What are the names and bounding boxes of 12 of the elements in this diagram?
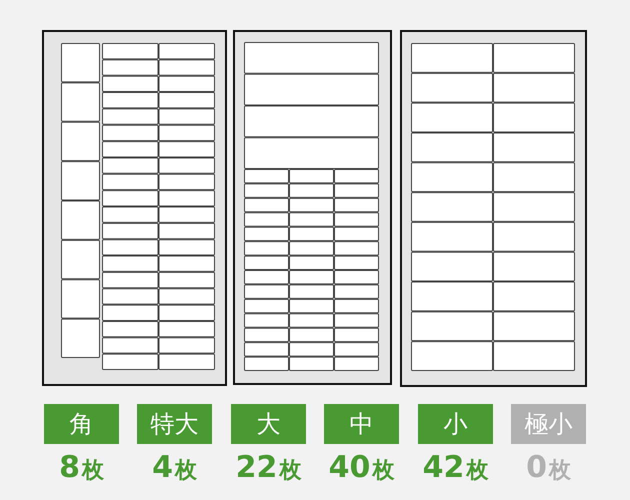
count-label: 22枚 [234,452,302,487]
count-label: 0枚 [525,452,572,487]
category-label: 大 [231,404,306,444]
category-label: 小 [418,404,493,444]
count-label: 40枚 [328,452,396,487]
category-label: 特大 [137,404,212,444]
count-label: 42枚 [422,452,490,487]
category-label: 角 [44,404,119,444]
category-label: 極小 [511,404,586,444]
count-label: 4枚 [151,452,198,487]
category-label: 中 [324,404,399,444]
count-label: 8枚 [58,452,105,487]
